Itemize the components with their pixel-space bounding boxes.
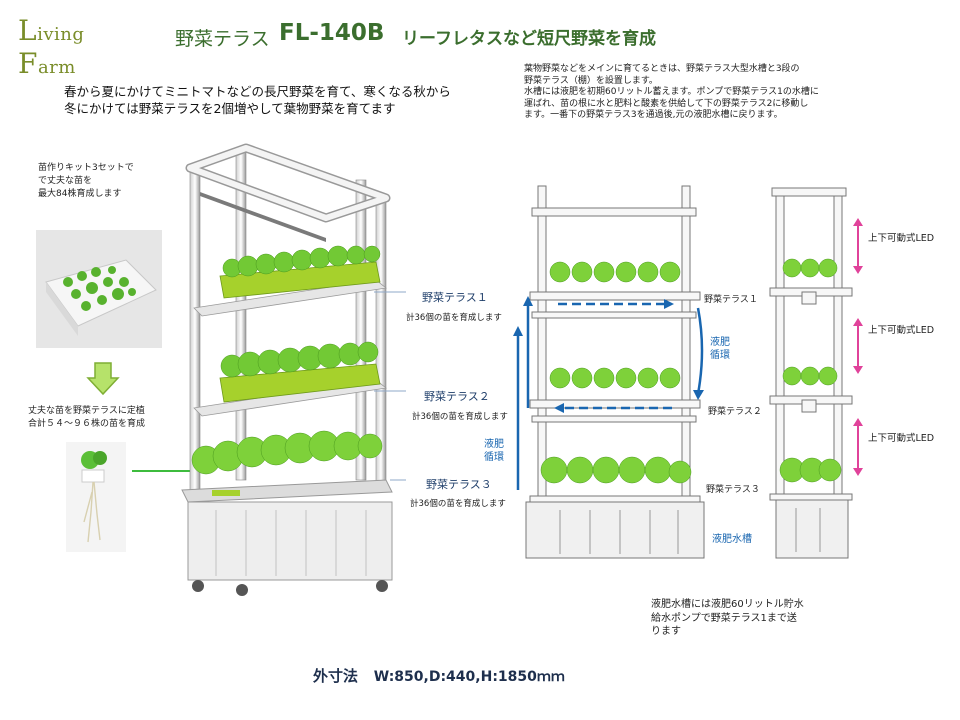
transplant-text: 丈夫な苗を野菜テラスに定植 合計５４～９６株の苗を育成	[28, 406, 146, 429]
external-dimensions: 外寸法 W:850,D:440,H:1850ｍｍ	[313, 667, 565, 685]
circulation-label-right: 液肥 循環	[710, 337, 730, 361]
led-label-2: 上下可動式LED	[868, 325, 935, 336]
system-description: 葉物野菜などをメインに育てるときは、野菜テラス大型水槽と3段の 野菜テラス（棚）…	[524, 64, 819, 120]
seedling-tray-image	[36, 230, 162, 348]
rack-3d-illustration	[181, 143, 406, 596]
terrace-2-count: 計36個の苗を育成します	[412, 412, 508, 422]
page-subtitle: リーフレタスなど短尺野菜を育成	[402, 29, 656, 49]
terrace-1-label: 野菜テラス１	[422, 291, 488, 304]
led-label-1: 上下可動式LED	[868, 233, 935, 244]
terrace-1-count: 計36個の苗を育成します	[406, 313, 502, 323]
led-updown-arrow-2	[853, 318, 863, 374]
terrace-3-label: 野菜テラス３	[426, 478, 492, 491]
front-terrace-1-label: 野菜テラス１	[704, 295, 758, 305]
front-terrace-2-label: 野菜テラス２	[708, 407, 762, 417]
page-title-model: FL-140B	[279, 20, 385, 46]
terrace-2-label: 野菜テラス２	[424, 390, 490, 403]
tank-note: 液肥水槽には液肥60リットル貯水 給水ポンプで野菜テラス1まで送 ります	[651, 599, 804, 637]
seedling-root-photo	[66, 442, 126, 552]
intro-text: 春から夏にかけてミニトマトなどの長尺野菜を育て、寒くなる秋から 冬にかけては野菜…	[64, 84, 451, 116]
down-arrow-icon	[86, 362, 120, 396]
circulation-label-left: 液肥 循環	[484, 439, 504, 463]
seedling-kit-text: 苗作りキット3セットで で丈夫な苗を 最大84株育成します	[38, 163, 134, 199]
tank-label: 液肥水槽	[712, 534, 752, 545]
brand-logo: Living Farm	[18, 14, 85, 80]
page-title-prefix: 野菜テラス	[175, 28, 270, 50]
led-updown-arrow-1	[853, 218, 863, 274]
led-label-3: 上下可動式LED	[868, 433, 935, 444]
side-view-diagram	[769, 187, 853, 559]
front-terrace-3-label: 野菜テラス３	[706, 485, 760, 495]
seedling-image	[66, 442, 126, 552]
terrace-3-count: 計36個の苗を育成します	[410, 499, 506, 509]
front-view-diagram	[513, 185, 705, 559]
seedling-kit-photo	[36, 230, 162, 348]
led-updown-arrow-3	[853, 418, 863, 476]
